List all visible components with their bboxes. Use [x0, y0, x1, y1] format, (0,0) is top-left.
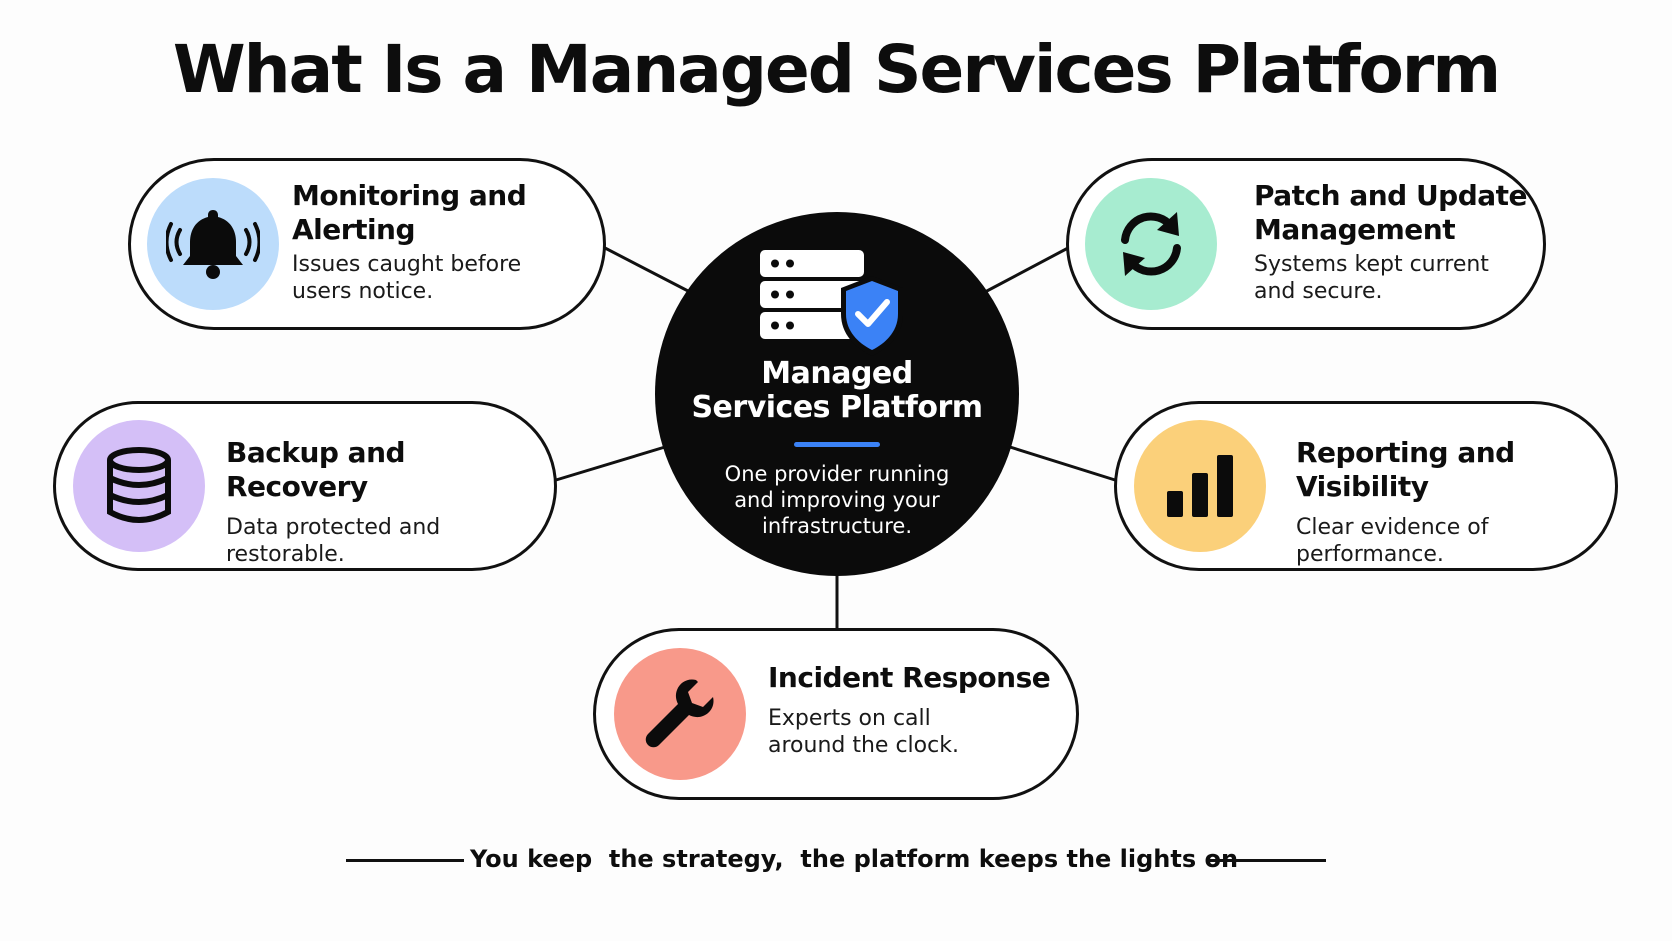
refresh-icon [1121, 212, 1181, 276]
reporting-heading: Reporting and Visibility [1296, 436, 1515, 503]
incident-heading: Incident Response [768, 661, 1051, 694]
monitoring-heading: Monitoring and Alerting [292, 179, 527, 246]
incident-icon-circle [614, 648, 746, 780]
card-backup: Backup and Recovery Data protected and r… [53, 401, 557, 571]
backup-icon-circle [73, 420, 205, 552]
backup-heading: Backup and Recovery [226, 436, 406, 503]
hub-title: Managed Services Platform [691, 356, 983, 425]
incident-description: Experts on call around the clock. [768, 706, 959, 758]
database-icon [107, 447, 171, 523]
connector-monitoring [604, 246, 691, 294]
connector-reporting [1009, 445, 1116, 482]
central-hub: Managed Services Platform One provider r… [655, 212, 1019, 576]
card-monitoring: Monitoring and Alerting Issues caught be… [128, 158, 606, 330]
monitoring-description: Issues caught before users notice. [292, 252, 522, 304]
patch-description: Systems kept current and secure. [1254, 252, 1489, 304]
patch-icon-circle [1085, 178, 1217, 310]
connector-backup [555, 445, 666, 482]
bell-icon [166, 210, 260, 279]
footer-tagline: You keep the strategy, the platform keep… [470, 845, 1239, 873]
reporting-icon-circle [1134, 420, 1266, 552]
footer: You keep the strategy, the platform keep… [0, 840, 1672, 878]
connector-patch [984, 246, 1069, 294]
card-reporting: Reporting and Visibility Clear evidence … [1114, 401, 1618, 571]
monitoring-icon-circle [147, 178, 279, 310]
card-incident: Incident Response Experts on call around… [593, 628, 1079, 800]
wrench-icon [645, 679, 714, 748]
hub-description: One provider running and improving your … [724, 462, 950, 538]
patch-heading: Patch and Update Management [1254, 179, 1528, 246]
footer-rule-left [346, 859, 464, 862]
backup-description: Data protected and restorable. [226, 515, 441, 567]
server-shield-icon [760, 250, 903, 356]
bar-chart-icon [1167, 455, 1233, 517]
card-patch: Patch and Update Management Systems kept… [1066, 158, 1546, 330]
footer-rule-right [1208, 859, 1326, 862]
page-title: What Is a Managed Services Platform [172, 31, 1501, 108]
reporting-description: Clear evidence of performance. [1296, 515, 1489, 567]
hub-accent-rule [794, 442, 880, 447]
